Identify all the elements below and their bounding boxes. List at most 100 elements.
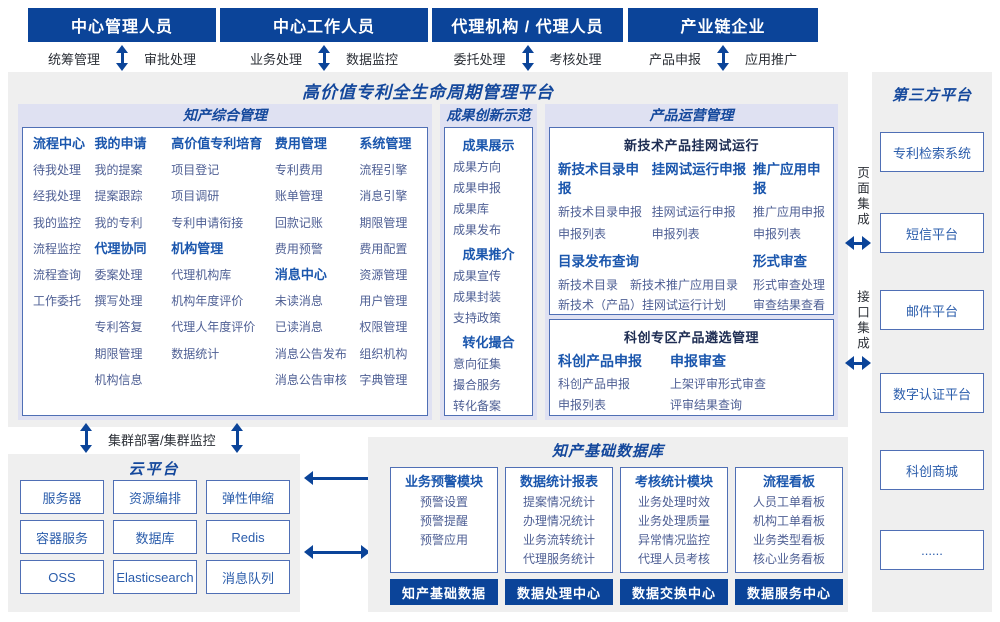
vertical-double-arrow-icon — [318, 45, 330, 71]
menu-item: 业务类型看板 — [752, 533, 825, 547]
ip-database-title: 知产基础数据库 — [551, 443, 664, 460]
third-party-title: 第三方平台 — [891, 87, 972, 104]
database-center-bar: 知产基础数据 — [390, 579, 498, 605]
database-center-bar: 数据服务中心 — [735, 579, 843, 605]
section-title: 产品运营管理 — [649, 107, 734, 123]
menu-group-header: 高价值专利培育 — [171, 136, 263, 151]
menu-item: 预警应用 — [419, 533, 468, 547]
menu-item: 专利费用 — [274, 163, 323, 178]
menu-group-header: 业务预警模块 — [404, 474, 483, 489]
menu-item: 流程查询 — [33, 268, 82, 283]
cloud-service-box: Redis — [206, 520, 290, 554]
role-action-label: 考核处理 — [549, 51, 602, 67]
menu-item: 挂网试运行申报 — [651, 205, 736, 219]
menu-item: 资源管理 — [359, 268, 408, 283]
cloud-service-box: 消息队列 — [206, 560, 290, 594]
menu-item: 字典管理 — [359, 372, 408, 387]
menu-column: 流程中心待我处理经我处理我的监控流程监控流程查询工作委托 — [33, 131, 94, 393]
third-party-system-box: 专利检索系统 — [880, 132, 984, 172]
menu-item: 成果库 — [453, 202, 490, 216]
menu-item: 专利申请衔接 — [171, 215, 244, 230]
menu-item: 账单管理 — [274, 189, 323, 204]
section-achievement: 成果创新示范 成果展示成果方向成果申报成果库成果发布成果推介成果宣传成果封装支持… — [440, 104, 537, 420]
menu-item: 数据统计 — [171, 346, 220, 361]
trial-run-box: 新技术产品挂网试运行 新技术目录申报新技术目录申报申报列表挂网试运行申报挂网试运… — [549, 127, 834, 315]
page-integration-label: 页面集成 — [855, 166, 869, 228]
menu-item: 机构信息 — [94, 372, 143, 387]
menu-item: 评审结果查询 — [670, 398, 743, 412]
menu-item: 回款记账 — [274, 215, 323, 230]
section-ip-management: 知产综合管理 流程中心待我处理经我处理我的监控流程监控流程查询工作委托我的申请我… — [18, 104, 432, 420]
horizontal-double-arrow-icon — [304, 545, 370, 559]
section-title: 知产综合管理 — [183, 107, 267, 123]
menu-item: 代理人员考核 — [637, 552, 710, 566]
menu-item: 项目登记 — [171, 163, 220, 178]
third-party-system-box: ...... — [880, 530, 984, 570]
role-industry-chain: 产业链企业 产品申报 应用推广 — [628, 8, 818, 74]
platform-title: 高价值专利全生命周期管理平台 — [302, 83, 554, 102]
cloud-service-box: 服务器 — [20, 480, 104, 514]
role-sub-labels: 统筹管理 审批处理 — [28, 42, 216, 74]
menu-item: 未读消息 — [274, 294, 323, 309]
section-title: 成果创新示范 — [446, 107, 531, 123]
menu-item: 工作委托 — [33, 294, 82, 309]
menu-item: 成果方向 — [453, 160, 502, 174]
cloud-service-box: 资源编排 — [113, 480, 197, 514]
menu-item: 上架评审形式审查 — [670, 377, 767, 391]
menu-item: 专利答复 — [94, 320, 143, 335]
role-action-label: 审批处理 — [144, 51, 197, 67]
menu-item: 机构年度评价 — [171, 294, 244, 309]
menu-item: 代理服务统计 — [522, 552, 595, 566]
menu-item: 成果封装 — [453, 290, 502, 304]
menu-item: 撮合服务 — [453, 378, 502, 392]
menu-item: 代理机构库 — [171, 268, 232, 283]
menu-item: 待我处理 — [33, 163, 82, 178]
menu-column: 推广应用申报推广应用申报申报列表 — [753, 160, 825, 245]
menu-item: 机构工单看板 — [752, 514, 825, 528]
third-party-panel: 第三方平台 专利检索系统短信平台邮件平台数字认证平台科创商城...... — [872, 72, 992, 612]
menu-item: 预警提醒 — [419, 514, 468, 528]
menu-item: 成果发布 — [453, 223, 502, 237]
cluster-label: 集群部署/集群监控 — [108, 433, 216, 448]
third-party-system-box: 邮件平台 — [880, 290, 984, 330]
menu-item: 意向征集 — [453, 357, 502, 371]
menu-group-header: 推广应用申报 — [752, 162, 821, 196]
menu-group-header: 转化撮合 — [462, 335, 515, 350]
vertical-double-arrow-icon — [116, 45, 128, 71]
menu-item: 流程引擎 — [359, 163, 408, 178]
menu-group-header: 数据统计报表 — [519, 474, 598, 489]
menu-column: 挂网试运行申报挂网试运行申报申报列表 — [652, 160, 753, 245]
menu-item: 成果宣传 — [453, 269, 502, 283]
menu-group-header: 流程看板 — [762, 474, 815, 489]
menu-group-header: 申报审查 — [670, 353, 726, 369]
menu-group-header: 考核统计模块 — [634, 474, 713, 489]
role-center-managers: 中心管理人员 统筹管理 审批处理 — [28, 8, 216, 74]
menu-item: 提案情况统计 — [522, 495, 595, 509]
vertical-double-arrow-icon — [521, 45, 534, 71]
menu-item: 项目调研 — [171, 189, 220, 204]
database-module-box: 流程看板人员工单看板机构工单看板业务类型看板核心业务看板 — [735, 467, 843, 573]
menu-group-header: 代理协同 — [94, 240, 147, 256]
menu-item: 期限管理 — [94, 346, 143, 361]
menu-item: 新技术目录 新技术推广应用目录 — [558, 278, 739, 292]
menu-item: 业务处理质量 — [637, 514, 710, 528]
database-module-box: 业务预警模块预警设置预警提醒预警应用 — [390, 467, 498, 573]
menu-item: 消息引擎 — [359, 189, 408, 204]
menu-column: 系统管理流程引擎消息引擎期限管理费用配置资源管理用户管理权限管理组织机构字典管理 — [359, 131, 417, 393]
menu-item: 业务处理时效 — [637, 495, 710, 509]
database-centers: 知产基础数据数据处理中心数据交换中心数据服务中心 — [390, 579, 843, 605]
role-bar: 代理机构 / 代理人员 — [432, 8, 623, 42]
menu-group-header: 目录发布查询 — [558, 254, 639, 269]
menu-column: 新技术目录申报新技术目录申报申报列表 — [558, 160, 652, 245]
menu-item: 新技术目录申报 — [558, 205, 643, 219]
menu-group-header: 费用管理 — [274, 136, 327, 151]
menu-groups: 成果展示成果方向成果申报成果库成果发布成果推介成果宣传成果封装支持政策转化撮合意… — [445, 128, 532, 417]
horizontal-double-arrow-icon — [845, 356, 871, 370]
role-bar: 中心工作人员 — [220, 8, 428, 42]
menu-group-header: 机构管理 — [171, 240, 224, 256]
third-party-system-box: 短信平台 — [880, 213, 984, 253]
database-module-box: 数据统计报表提案情况统计办理情况统计业务流转统计代理服务统计 — [505, 467, 613, 573]
menu-item: 科创产品申报 — [558, 377, 631, 391]
menu-item: 申报列表 — [651, 227, 700, 241]
achievement-box: 成果展示成果方向成果申报成果库成果发布成果推介成果宣传成果封装支持政策转化撮合意… — [444, 127, 533, 416]
